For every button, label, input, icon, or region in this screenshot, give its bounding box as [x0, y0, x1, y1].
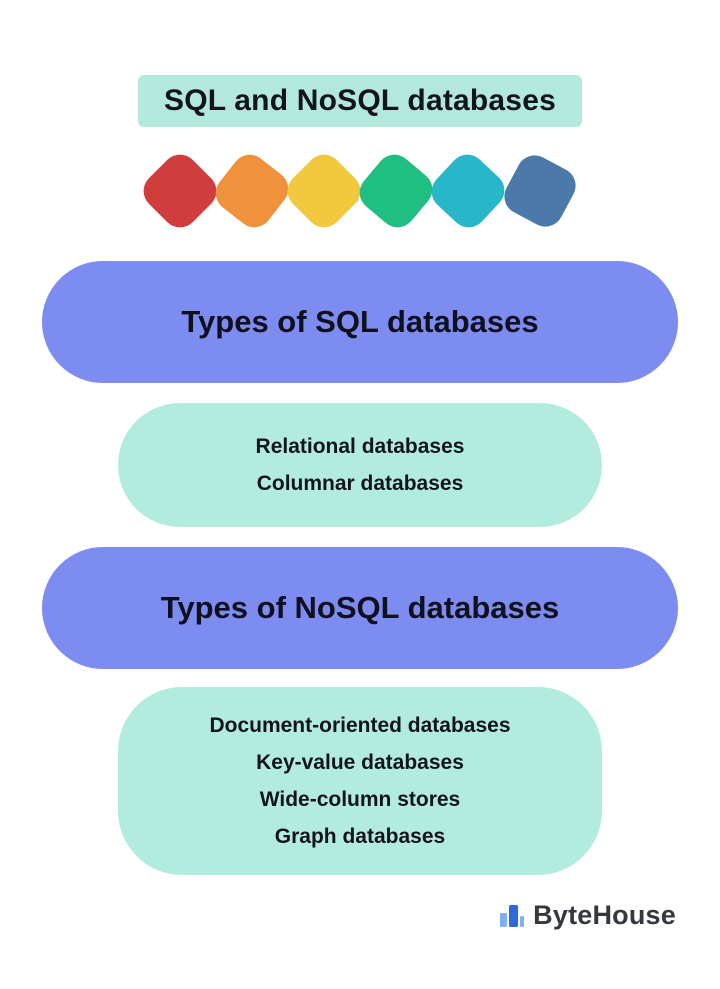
diamond-row [136, 141, 582, 241]
brand-footer: ByteHouse [499, 900, 676, 931]
sql-types-list: Relational databases Columnar databases [118, 403, 602, 527]
nosql-types-list: Document-oriented databases Key-value da… [118, 687, 602, 875]
diamond-orange-icon [208, 147, 296, 235]
list-item: Key-value databases [256, 751, 464, 774]
diamond-yellow-icon [280, 147, 368, 235]
sql-types-header: Types of SQL databases [42, 261, 678, 383]
list-item: Graph databases [274, 825, 446, 848]
diamond-cyan-icon [424, 147, 512, 235]
diamond-red-icon [136, 147, 224, 235]
bytehouse-logo-icon [500, 904, 525, 927]
diamond-blue-icon [498, 149, 582, 233]
brand-name: ByteHouse [533, 900, 676, 930]
list-item: Columnar databases [256, 472, 464, 495]
list-item: Wide-column stores [259, 788, 461, 811]
page-title: SQL and NoSQL databases [164, 84, 556, 117]
list-item: Relational databases [255, 435, 465, 458]
list-item: Document-oriented databases [209, 714, 511, 737]
sql-types-title: Types of SQL databases [181, 304, 539, 339]
nosql-types-title: Types of NoSQL databases [160, 590, 560, 625]
nosql-types-header: Types of NoSQL databases [42, 547, 678, 669]
title-banner: SQL and NoSQL databases [138, 75, 582, 127]
diamond-green-icon [352, 147, 440, 235]
